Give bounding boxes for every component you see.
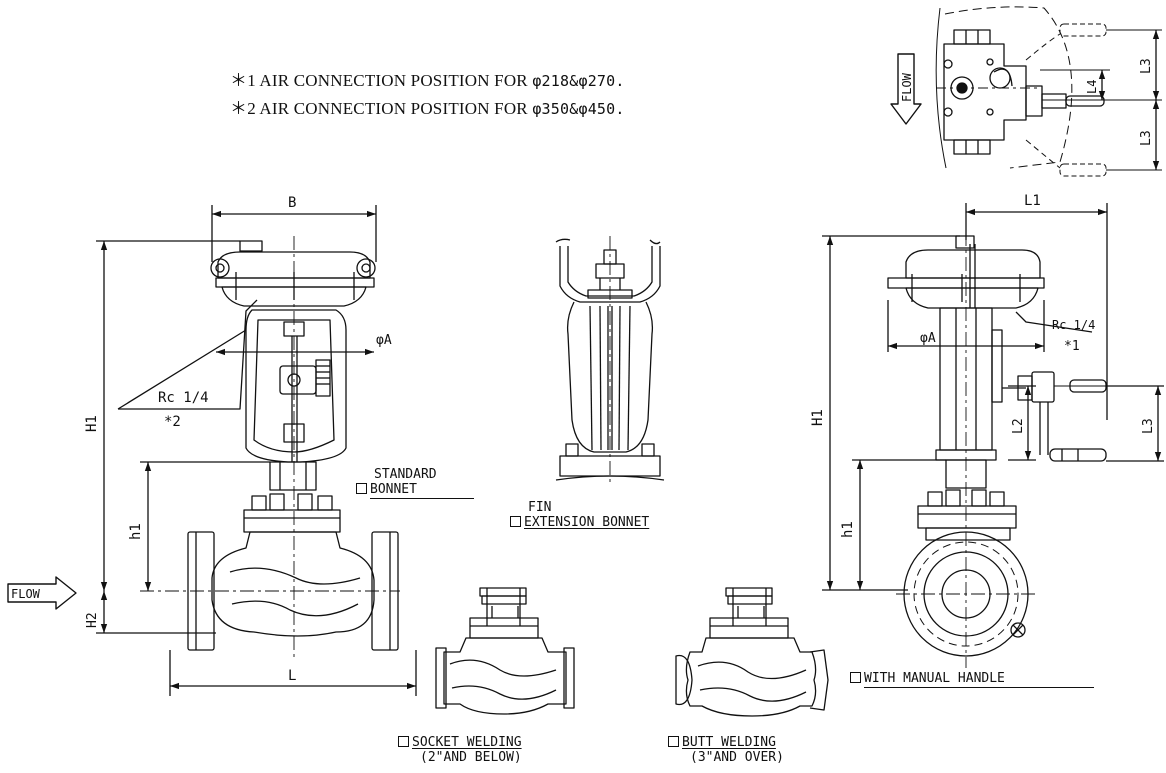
dim-h1-right-label: H1: [810, 409, 826, 426]
checkbox-icon: [850, 672, 861, 683]
dim-l4-label: L4: [1085, 80, 1099, 94]
dim-b-label: B: [288, 195, 296, 211]
rc-quarter-right-label: Rc 1/4: [1052, 318, 1095, 332]
caption-socket-welding-line1: SOCKET WELDING: [412, 735, 522, 750]
caption-butt-welding: BUTT WELDING (3"AND OVER): [668, 735, 784, 765]
caption-fin-bonnet-line2: EXTENSION BONNET: [524, 515, 650, 530]
caption-butt-welding-line1: BUTT WELDING: [682, 735, 776, 750]
note-2-marker: *2: [164, 414, 181, 430]
caption-standard-bonnet: STANDARD BONNET: [356, 467, 474, 499]
dim-h1-small-left-label: h1: [128, 523, 144, 540]
checkbox-icon: [398, 736, 409, 747]
fin-extension-bonnet: [555, 236, 665, 486]
note-2-text: ＊2 AIR CONNECTION POSITION FOR: [230, 99, 528, 118]
note-1: ＊1 AIR CONNECTION POSITION FOR φ218&φ270…: [230, 66, 625, 91]
dim-l3-top-lower-label: L3: [1139, 130, 1154, 146]
caption-socket-welding: SOCKET WELDING (2"AND BELOW): [398, 735, 522, 765]
flow-label-top: FLOW: [900, 72, 914, 102]
note-1-marker: *1: [1064, 339, 1080, 354]
note-2: ＊2 AIR CONNECTION POSITION FOR φ350&φ450…: [230, 94, 625, 119]
dim-l3-top-upper-label: L3: [1139, 58, 1154, 74]
dim-phi-a-left-label: φA: [376, 333, 392, 348]
rc-quarter-left-label: Rc 1/4: [158, 390, 209, 406]
note-2-value: φ350&φ450.: [532, 100, 625, 118]
caption-fin-bonnet: FIN EXTENSION BONNET: [510, 500, 649, 530]
caption-fin-bonnet-line1: FIN: [528, 500, 552, 515]
dim-l1-label: L1: [1024, 193, 1041, 209]
checkbox-icon: [356, 483, 367, 494]
dim-h1-left-label: H1: [84, 415, 100, 432]
dim-l-label: L: [288, 668, 296, 684]
caption-standard-bonnet-line2: BONNET: [370, 482, 474, 499]
note-1-value: φ218&φ270.: [532, 72, 625, 90]
note-1-text: ＊1 AIR CONNECTION POSITION FOR: [230, 71, 528, 90]
caption-manual-handle-text: WITH MANUAL HANDLE: [864, 671, 1094, 688]
dim-h2-label: H2: [85, 612, 100, 628]
flow-label-left: FLOW: [11, 587, 41, 601]
checkbox-icon: [668, 736, 679, 747]
manual-handle-valve: [822, 203, 1164, 668]
caption-standard-bonnet-line1: STANDARD: [374, 467, 437, 482]
caption-socket-welding-line2: (2"AND BELOW): [420, 750, 522, 765]
caption-manual-handle: WITH MANUAL HANDLE: [850, 671, 1094, 688]
dim-h1-small-right-label: h1: [840, 521, 856, 538]
dim-phi-a-right-label: φA: [920, 331, 936, 346]
butt-welding-body: [675, 587, 829, 717]
plan-view: [890, 6, 1162, 177]
socket-welding-body: [435, 587, 575, 715]
standard-valve: [7, 205, 417, 696]
caption-butt-welding-line2: (3"AND OVER): [690, 750, 784, 765]
dim-l3-right-label: L3: [1141, 418, 1156, 434]
checkbox-icon: [510, 516, 521, 527]
dim-l2-label: L2: [1011, 418, 1026, 434]
